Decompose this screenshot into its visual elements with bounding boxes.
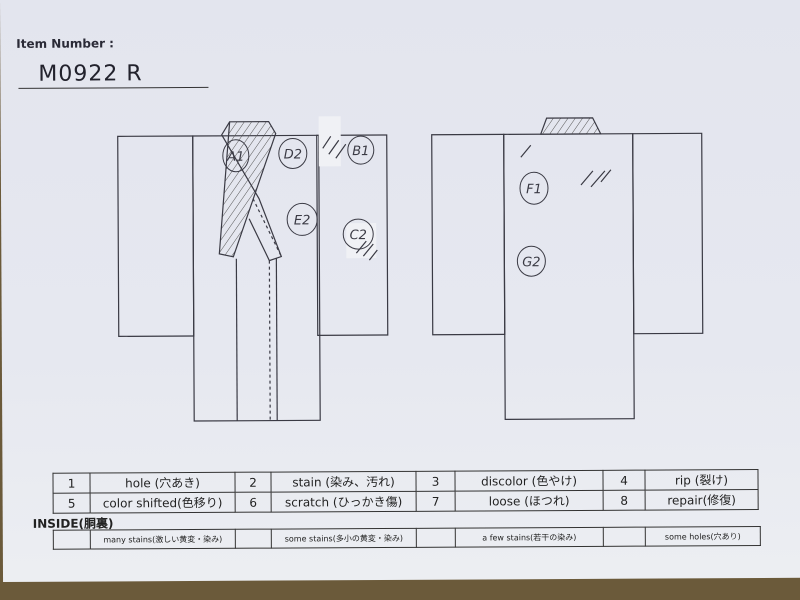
inside-option: many stains(激しい黄変・染み)	[90, 529, 236, 550]
inside-checkbox[interactable]	[416, 528, 456, 548]
inside-checkbox[interactable]	[53, 530, 91, 550]
legend-label: stain (染み、汚れ)	[270, 471, 417, 493]
legend-number: 5	[53, 493, 91, 514]
table-row: 5 color shifted(色移り) 6 scratch (ひっかき傷) 7…	[53, 489, 759, 514]
legend-number: 4	[602, 470, 646, 491]
legend-label: rip (裂け)	[644, 469, 759, 491]
front-kimono	[117, 116, 389, 422]
inside-option: some holes(穴あり)	[645, 526, 761, 547]
legend-label: scratch (ひっかき傷)	[271, 491, 417, 513]
mark-g2: G2	[522, 255, 540, 270]
legend-number: 6	[235, 492, 272, 513]
legend-number: 2	[234, 472, 272, 493]
mark-b1: B1	[352, 144, 369, 159]
legend-number: 7	[416, 491, 456, 512]
legend-label: discolor (色やけ)	[454, 470, 604, 492]
mark-a1: A1	[226, 150, 244, 165]
inside-option: a few stains(若干の染み)	[455, 527, 604, 548]
inspection-sheet: Item Number : M0922 R	[0, 0, 800, 582]
legend-number: 1	[52, 473, 91, 494]
legend-number: 8	[603, 490, 646, 511]
mark-e2: E2	[294, 213, 311, 228]
damage-legend-table: 1 hole (穴あき) 2 stain (染み、汚れ) 3 discolor …	[52, 469, 759, 514]
legend-label: color shifted(色移り)	[90, 492, 236, 514]
inside-condition-table: many stains(激しい黄変・染み) some stains(多小の黄変・…	[53, 526, 761, 550]
front-marks	[222, 135, 375, 250]
table-row: many stains(激しい黄変・染み) some stains(多小の黄変・…	[53, 526, 761, 550]
legend-label: repair(修復)	[645, 489, 759, 511]
inside-checkbox[interactable]	[235, 529, 272, 549]
legend-number: 3	[415, 471, 456, 492]
mark-f1: F1	[526, 182, 542, 197]
inside-option: some stains(多小の黄変・染み)	[271, 528, 417, 549]
back-kimono	[431, 117, 704, 420]
inside-checkbox[interactable]	[603, 527, 646, 547]
mark-d2: D2	[284, 147, 302, 162]
mark-c2: C2	[350, 228, 367, 243]
legend-label: loose (ほつれ)	[455, 490, 604, 512]
legend-label: hole (穴あき)	[89, 472, 236, 494]
back-marks	[516, 171, 549, 277]
